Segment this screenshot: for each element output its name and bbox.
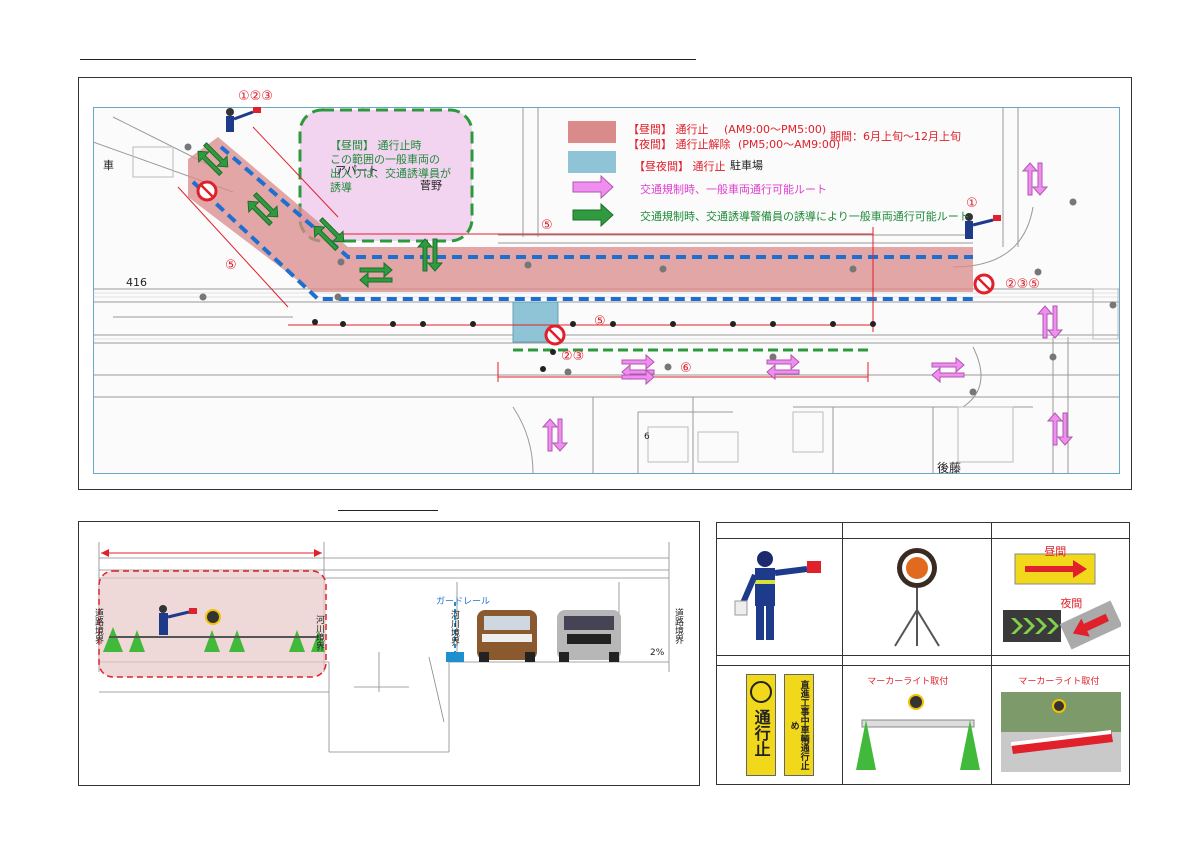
legend-pink-route: 交通規制時、一般車両通行可能ルート [640, 183, 827, 196]
legend-day-closure: 【昼間】 通行止 (AM9:00～PM5:00) [628, 121, 826, 137]
photo-header-6 [991, 655, 1130, 666]
legend-night-release-label: 【夜間】 通行止解除 [628, 138, 731, 151]
construction-sign-text: 直進工事中車輌通行止め [788, 680, 809, 770]
guard-mark-right: ① [966, 196, 978, 211]
road-boundary-left: 道路境界 [93, 608, 103, 644]
river-boundary-2: 河川境界 [449, 610, 459, 646]
top-rule [80, 59, 696, 60]
callout-text: 【昼間】 通行止時 この範囲の一般車両の 出入りは、交通誘導員が 誘導 [330, 139, 451, 195]
cross-section-drawing [98, 542, 670, 753]
label-416: 416 [126, 276, 147, 289]
photo-cell-barricade-2: マーカーライト取付 [991, 665, 1130, 785]
marker-light-label-1: マーカーライト取付 [867, 677, 949, 687]
slope-percent: 2% [650, 648, 665, 658]
guardrail-label: ガードレール [436, 597, 491, 607]
day-label: 昼間 [1044, 545, 1067, 558]
photo-cell-warning-light [842, 538, 993, 656]
legend-day-closure-time: (AM9:00～PM5:00) [724, 123, 827, 136]
callout-line2: この範囲の一般車両の [330, 153, 440, 166]
photo-cell-guard [715, 538, 844, 656]
photo-cell-signs: 通行止 直進工事中車輌通行止め [715, 665, 844, 785]
photo-header-5 [842, 655, 993, 666]
callout-line4: 誘導 [330, 181, 352, 194]
road-closed-sign-text: 通行止 [751, 709, 771, 757]
label-suga: 菅野 [420, 179, 442, 192]
legend-parking: 駐車場 [730, 159, 763, 172]
no-entry-sign [196, 180, 218, 202]
photo-header-2 [842, 522, 993, 539]
guard-figure-top [226, 107, 261, 132]
guard-marks-top: ①②③ [238, 89, 273, 104]
mark-6: ⑥ [680, 361, 692, 376]
road-closed-sign: 通行止 [745, 674, 776, 776]
photo-header-1 [715, 522, 844, 539]
callout-line3: 出入りは、交通誘導員が [330, 167, 451, 180]
legend-night-release-time: (PM5;00～AM9:00) [738, 138, 841, 151]
mark-23-center: ②③ [561, 349, 585, 364]
river-boundary-1: 河川境界 [314, 615, 324, 651]
legend-day-night-closure: 【昼夜間】 通行止 [634, 160, 726, 173]
signs-row: 通行止 直進工事中車輌通行止め [717, 674, 842, 776]
legend-night-release: 【夜間】 通行止解除 (PM5;00～AM9:00) [628, 136, 840, 152]
construction-sign: 直進工事中車輌通行止め [783, 674, 814, 776]
mark-5-center: ⑤ [594, 314, 606, 329]
mark-5-top: ⑤ [541, 218, 553, 233]
label-apt: アパート [335, 164, 379, 177]
photo-header-3 [991, 522, 1130, 539]
night-label: 夜間 [1060, 597, 1083, 610]
barricade-photo [856, 694, 981, 770]
arrow-board-photos [1002, 553, 1122, 650]
car-brown [477, 610, 537, 662]
legend-day-closure-label: 【昼間】 通行止 [628, 123, 709, 136]
road-boundary-right: 道路境界 [673, 608, 683, 644]
marker-light-label-2: マーカーライト取付 [1018, 677, 1100, 687]
barricade-photo-2 [1000, 692, 1121, 772]
legend-green-route: 交通規制時、交通誘導警備員の誘導により一般車両通行可能ルート [640, 210, 970, 223]
label-car: 車 [103, 159, 114, 172]
legend-period: 期間：6月上旬～12月上旬 [830, 130, 961, 143]
guard-photo [734, 551, 821, 640]
photo-cell-barricade: マーカーライト取付 [842, 665, 993, 785]
photo-header-4 [715, 655, 844, 666]
guard-figure-right [965, 213, 1001, 239]
warning-light-photo [894, 548, 941, 647]
mark-235-right: ②③⑤ [1005, 277, 1040, 292]
photo-cell-arrow-boards: 昼間 夜間 [991, 538, 1130, 656]
road-closed-sign-icon [749, 681, 772, 703]
label-goto: 後藤 [937, 461, 962, 475]
car-silver [557, 610, 621, 662]
label-g6: 6 [644, 432, 650, 442]
mark-5-left: ⑤ [225, 258, 237, 273]
plan-map-drawing [93, 107, 1119, 473]
callout-line1: 【昼間】 通行止時 [330, 139, 422, 152]
section-title-rule [338, 510, 438, 511]
equipment-photo-table: 昼間 夜間 通行止 直進工事中車輌通行止め [715, 522, 1130, 785]
